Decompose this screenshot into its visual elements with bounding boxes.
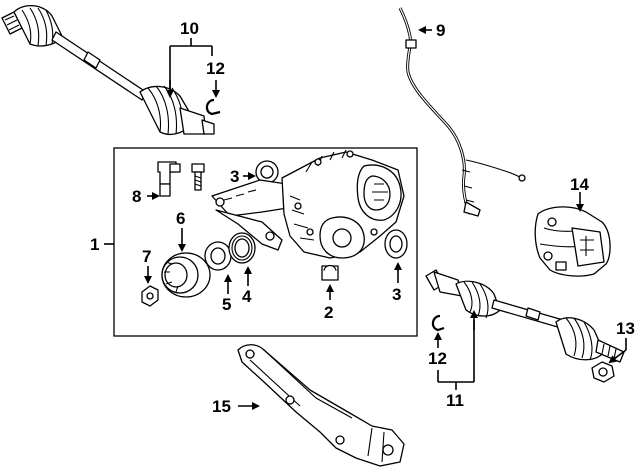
callout-5: 5 bbox=[222, 295, 231, 314]
left-half-shaft-drawing bbox=[1, 5, 215, 135]
callout-4: 4 bbox=[242, 287, 252, 306]
shim-drawing bbox=[204, 241, 232, 271]
callout-6: 6 bbox=[176, 209, 185, 228]
callout-7: 7 bbox=[142, 247, 151, 266]
circlip-right-drawing bbox=[431, 314, 445, 332]
speed-sensor-drawing bbox=[157, 161, 181, 197]
hub-nut-drawing bbox=[591, 361, 615, 383]
right-half-shaft-drawing bbox=[425, 269, 625, 363]
mounting-bracket-drawing bbox=[237, 344, 405, 467]
bearing-drawing bbox=[161, 252, 211, 298]
plug-drawing bbox=[321, 264, 339, 281]
leader-lines bbox=[104, 26, 627, 410]
callout-14: 14 bbox=[570, 175, 589, 194]
callout-3-right: 3 bbox=[392, 285, 401, 304]
coupling-actuator-drawing bbox=[534, 206, 611, 277]
callout-10: 10 bbox=[180, 19, 199, 38]
callout-12-right: 12 bbox=[428, 349, 447, 368]
differential-assembly-box bbox=[113, 147, 418, 337]
vent-hose-drawing bbox=[398, 7, 526, 217]
callout-3-upper: 3 bbox=[230, 167, 239, 186]
callout-8: 8 bbox=[132, 187, 141, 206]
seal-right-drawing bbox=[384, 229, 408, 259]
seal-4-drawing bbox=[228, 232, 256, 264]
callout-12-left: 12 bbox=[206, 59, 225, 78]
callout-1: 1 bbox=[90, 235, 99, 254]
bolt-drawing bbox=[191, 163, 205, 191]
callout-15: 15 bbox=[212, 397, 231, 416]
circlip-left-drawing bbox=[205, 98, 221, 116]
callout-9: 9 bbox=[436, 21, 445, 40]
callout-2: 2 bbox=[324, 303, 333, 322]
callout-13: 13 bbox=[616, 319, 635, 338]
differential-housing-drawing bbox=[211, 149, 405, 259]
nut-drawing bbox=[141, 285, 159, 307]
callout-11: 11 bbox=[446, 391, 464, 410]
